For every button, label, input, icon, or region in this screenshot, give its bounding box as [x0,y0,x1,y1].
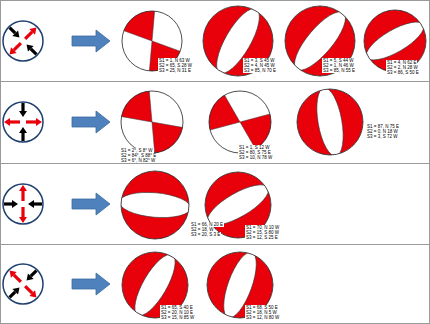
stress-icon [3,184,43,224]
stress-arrow-head [36,118,42,126]
stress-arrow-shaft [21,207,24,217]
stress-arrow-shaft [25,286,32,293]
stress-arrow-head [29,28,36,35]
beachball-outline [121,171,189,239]
stress-arrow-shaft [4,202,12,205]
block-arrow [72,193,110,215]
stress-arrow-head [10,271,17,278]
beachball [118,171,191,239]
stress-arrow-shaft [10,28,16,34]
stress-axis-note: S3 = 6°, N 82° W [120,158,156,163]
stress-axis-note: S3 = 20, S 3 E [190,232,221,237]
stress-icon [3,264,43,304]
beachball-outline [364,10,426,72]
stress-circle [3,184,43,224]
stress-axis-note: S3 = 85, N 55 E [322,68,356,73]
stress-axis-note: S3 = 3, S 72 W [366,134,398,139]
block-arrow [72,111,110,133]
stress-axis-note: S3 = 86, S 50 E [386,70,420,75]
dilatational-band [118,190,191,221]
stress-icon [3,21,43,61]
compressional-quadrant [103,73,152,122]
stress-arrow-head [27,45,34,52]
stress-axis-note: S3 = 25, N 31 E [158,68,192,73]
stress-arrow-head [28,200,34,208]
beachball [297,86,363,158]
compressional-quadrant [152,122,201,171]
stress-arrow-head [10,47,17,54]
beachball-outline [209,91,271,153]
stress-axis-note: S3 = 15, N 85 W [160,315,195,320]
stress-arrow-shaft [21,133,24,141]
dilatational-band [361,15,429,67]
stress-arrow-head [4,118,10,126]
stress-arrow-shaft [21,103,24,111]
beachball [103,73,201,172]
stress-arrow-shaft [25,32,32,39]
compressional-quadrant [148,41,197,90]
row-divider [0,244,430,245]
block-arrow [72,273,110,295]
stress-axis-note: S3 = 12, N 80 W [245,315,280,320]
stress-arrow-head [19,111,27,117]
stress-arrow-shaft [26,120,36,123]
row-divider [0,81,430,82]
block-arrow [72,30,110,52]
stress-circle [3,264,43,304]
stress-arrow-shaft [10,120,20,123]
stress-circle [3,21,43,61]
beachball-outline [285,6,355,76]
stress-arrow-head [19,127,27,133]
stress-circle [3,102,43,142]
stress-icon [3,102,43,142]
beachball-outline [121,91,183,153]
stress-arrow-head [12,288,19,295]
stress-arrow-shaft [14,43,21,50]
stress-arrow-head [29,290,36,297]
compressional-quadrant [107,0,156,41]
beachball [185,79,295,165]
beachball-outline [297,89,363,155]
stress-arrow-head [19,185,27,191]
stress-arrow-head [12,30,19,37]
stress-arrow-head [12,200,18,208]
stress-arrow-shaft [34,202,42,205]
stress-axis-note: S3 = 10, N 78 W [238,155,273,160]
stress-axis-note: S3 = 12, S 25 E [245,235,279,240]
beachball [107,0,197,90]
stress-arrow-head [19,217,27,223]
stress-arrow-shaft [14,275,21,282]
stress-arrow-shaft [21,191,24,201]
stress-arrow-shaft [31,271,37,277]
stress-arrow-shaft [31,49,37,55]
stress-arrow-shaft [10,292,16,298]
row-divider [0,163,430,164]
beachball [361,10,429,72]
stress-axis-note: S3 = 85, N 70 E [243,68,277,73]
beachball [285,5,355,78]
stress-arrow-head [27,273,34,280]
dilatational-band [312,86,347,158]
